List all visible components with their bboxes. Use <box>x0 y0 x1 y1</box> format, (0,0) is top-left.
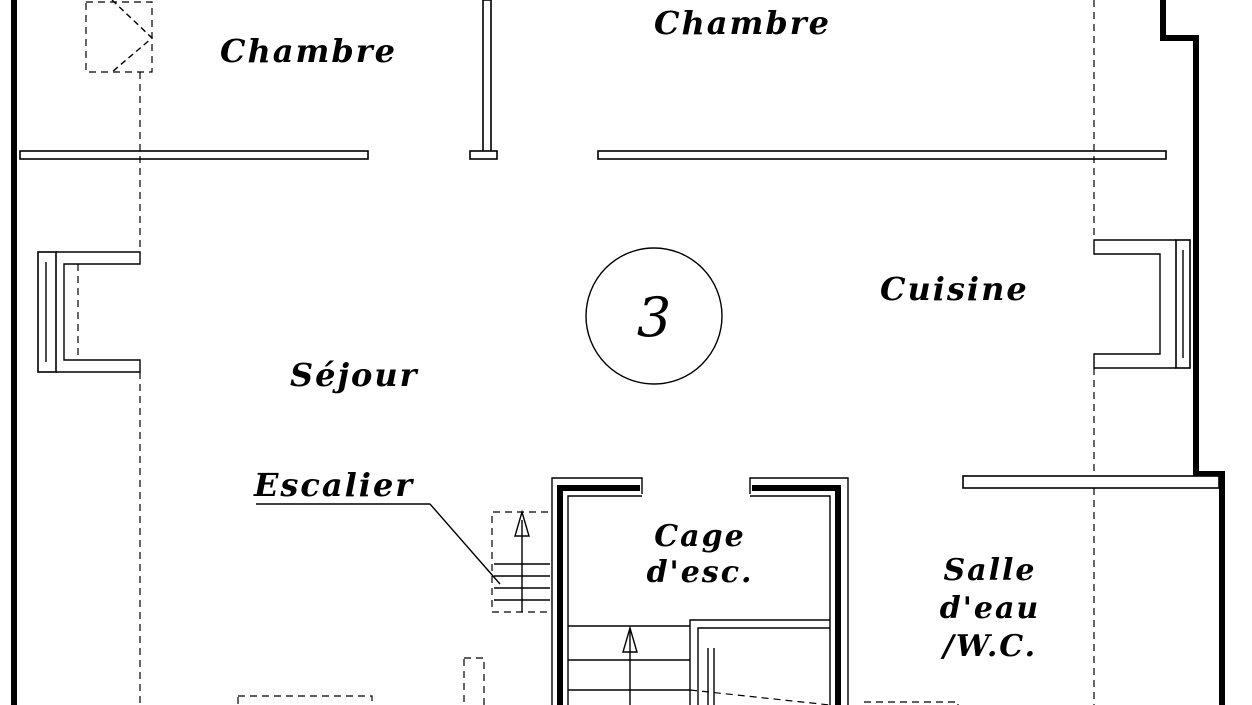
dashed-guides <box>139 0 1095 705</box>
room-label-cage-line2: d'esc. <box>647 555 754 590</box>
stair-label-escalier: Escalier <box>253 466 414 504</box>
room-label-cage-line1: Cage <box>654 519 745 554</box>
room-label-salle-line2: d'eau <box>940 591 1041 626</box>
room-label-cuisine: Cuisine <box>880 270 1029 308</box>
room-label-chambre-left: Chambre <box>220 32 397 70</box>
kitchen-bath-wall <box>962 475 1220 489</box>
bedroom-wall <box>19 150 1167 160</box>
bedroom-partition <box>469 0 498 160</box>
cage-stairs <box>568 619 831 705</box>
level-number: 3 <box>637 286 671 349</box>
escalier-leader <box>256 503 501 585</box>
right-window <box>1093 239 1191 369</box>
bottom-fixtures <box>237 657 959 705</box>
room-label-sejour: Séjour <box>290 356 419 394</box>
outer-walls <box>11 0 1225 705</box>
room-label-salle-line1: Salle <box>944 553 1037 588</box>
top-left-fixture <box>85 0 154 73</box>
room-label-chambre-right: Chambre <box>654 4 831 42</box>
stair-cage <box>551 477 849 705</box>
left-window <box>37 251 141 373</box>
side-stairs <box>491 509 550 613</box>
room-label-salle-line3: /W.C. <box>940 629 1037 664</box>
level-circle <box>585 247 723 385</box>
